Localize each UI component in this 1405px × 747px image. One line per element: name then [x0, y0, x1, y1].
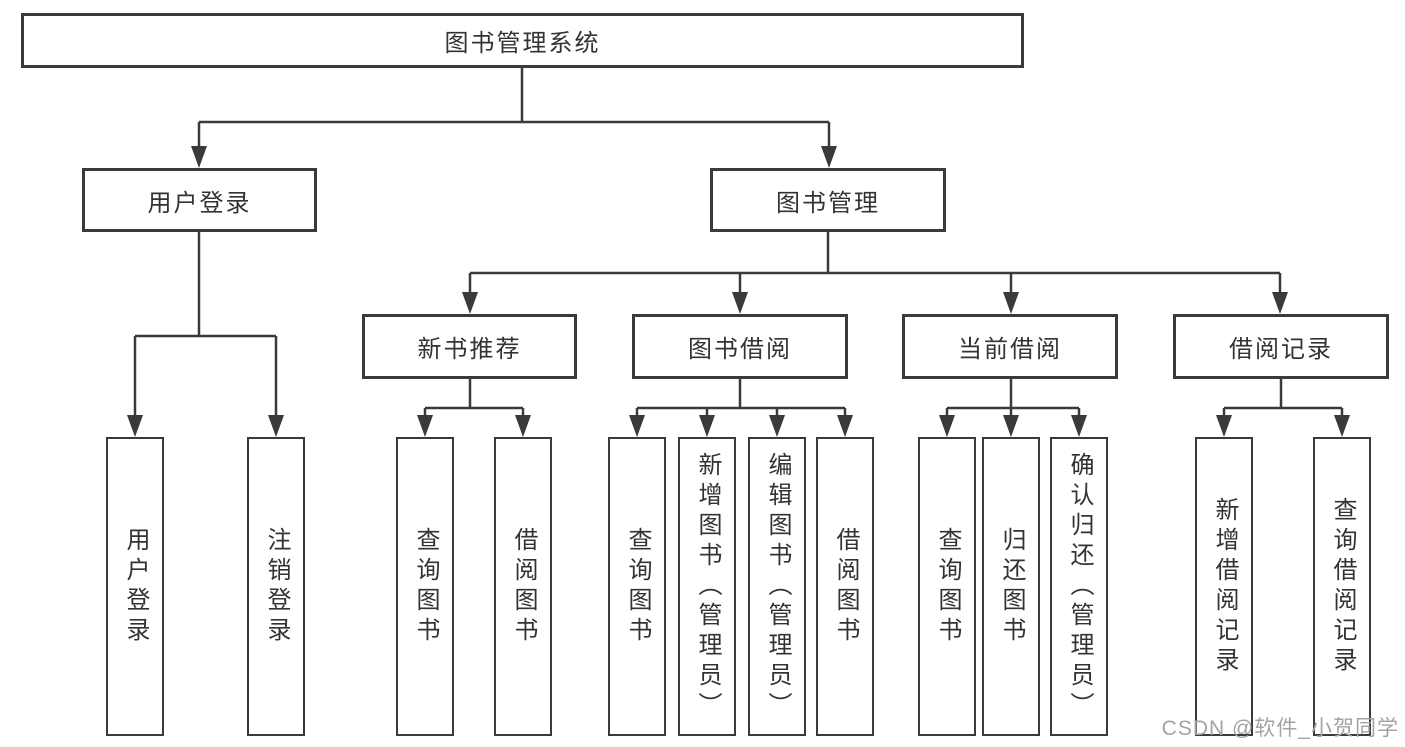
node-user-login: 用户登录: [82, 168, 317, 232]
leaf-confirm-return-admin: 确认归还（管理员）: [1050, 437, 1108, 736]
leaf-borrow-books: 借阅图书: [816, 437, 874, 736]
leaf-logout-login: 注销登录: [247, 437, 305, 736]
leaf-add-borrow-record: 新增借阅记录: [1195, 437, 1253, 736]
leaf-return-books: 归还图书: [982, 437, 1040, 736]
branch-lines: [133, 68, 1344, 417]
leaf-add-books-admin: 新增图书（管理员）: [678, 437, 736, 736]
leaf-query-books-borrowing: 查询图书: [608, 437, 666, 736]
leaf-edit-books-admin: 编辑图书（管理员）: [748, 437, 806, 736]
node-book-borrowing: 图书借阅: [632, 314, 848, 379]
leaf-query-books-recommend: 查询图书: [396, 437, 454, 736]
node-library-system: 图书管理系统: [21, 13, 1024, 68]
node-book-management: 图书管理: [710, 168, 946, 232]
node-current-borrowing: 当前借阅: [902, 314, 1118, 379]
leaf-user-login: 用户登录: [106, 437, 164, 736]
watermark: CSDN @软件_小贺同学: [1161, 717, 1399, 740]
node-borrowing-records: 借阅记录: [1173, 314, 1389, 379]
leaf-query-books-current: 查询图书: [918, 437, 976, 736]
leaf-query-borrow-record: 查询借阅记录: [1313, 437, 1371, 736]
leaf-borrow-books-recommend: 借阅图书: [494, 437, 552, 736]
node-new-book-recommend: 新书推荐: [362, 314, 577, 379]
